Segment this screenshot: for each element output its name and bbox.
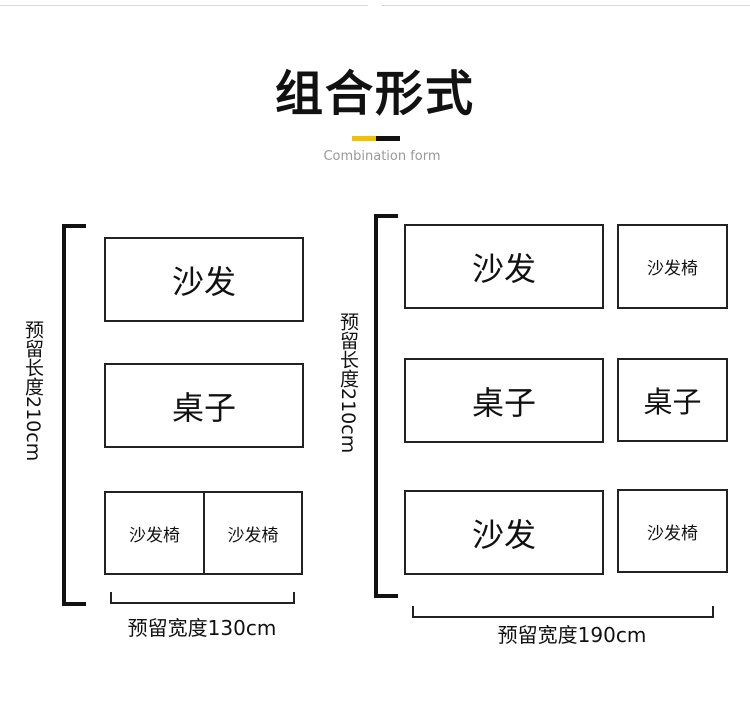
- left-width-bracket: [110, 592, 295, 604]
- right-armchair-box-top: 沙发椅: [617, 224, 728, 309]
- left-height-label: 预留长度210cm: [22, 320, 44, 462]
- right-width-label: 预留宽度190cm: [497, 623, 647, 647]
- left-height-bracket: [62, 224, 86, 606]
- left-table-box: 桌子: [104, 363, 304, 448]
- right-height-bracket: [374, 214, 398, 598]
- right-armchair-box-bottom: 沙发椅: [617, 489, 728, 573]
- title-accent-dark: [376, 136, 400, 141]
- right-sofa-box-top: 沙发: [404, 224, 604, 309]
- top-divider-left: [0, 5, 368, 6]
- right-width-bracket: [412, 606, 714, 618]
- right-sofa-box-bottom: 沙发: [404, 490, 604, 575]
- left-armchair-box-1: 沙发椅: [104, 491, 205, 575]
- page-subtitle: Combination form: [323, 149, 441, 164]
- right-height-label: 预留长度210cm: [337, 312, 359, 454]
- left-armchair-box-2: 沙发椅: [203, 491, 303, 575]
- left-sofa-box: 沙发: [104, 237, 304, 322]
- top-divider-right: [382, 5, 750, 6]
- title-accent-yellow: [352, 136, 376, 141]
- left-width-label: 预留宽度130cm: [127, 616, 277, 640]
- page-title: 组合形式: [274, 66, 475, 122]
- right-table-box: 桌子: [404, 358, 604, 443]
- right-small-table-box: 桌子: [617, 358, 728, 442]
